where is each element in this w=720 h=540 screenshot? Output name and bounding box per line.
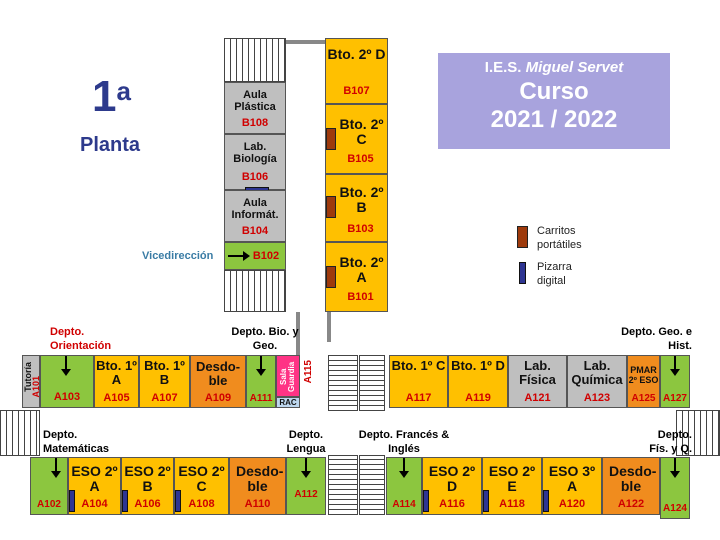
board-legend-swatch <box>519 262 526 284</box>
stairs-top <box>224 38 286 82</box>
floor-sup: a <box>116 76 131 106</box>
room-b104: Aula Informát.B104 <box>224 190 286 242</box>
course-year: 2021 / 2022 <box>490 106 618 133</box>
board-a108 <box>175 490 181 512</box>
arrow-a103 <box>61 356 71 376</box>
cart-b105 <box>326 128 336 150</box>
stairs-bottom-left <box>328 455 358 515</box>
room-a113: Sala Guardia <box>276 355 300 397</box>
board-a104 <box>69 490 75 512</box>
school-name: Miguel Servet <box>525 59 624 76</box>
arrow-a124 <box>670 458 680 478</box>
floor-label: Planta <box>80 134 141 156</box>
stairs-center-left <box>328 355 358 411</box>
stairs-east <box>676 410 720 456</box>
corridor-top <box>285 40 325 44</box>
arrow-b102-head <box>243 251 250 261</box>
arrow-a112 <box>301 458 311 478</box>
arrow-a102 <box>51 458 61 478</box>
school-prefix: I.E.S. <box>484 59 526 76</box>
corridor-vertical <box>327 312 331 342</box>
label-biogeo: Depto. Bio. y Geo. <box>231 326 299 352</box>
stairs-bottom-right <box>359 455 385 515</box>
room-a103: A103 <box>40 355 94 408</box>
label-vicedireccion: Vicedirección <box>142 250 214 262</box>
board-a120 <box>543 490 549 512</box>
arrow-a114 <box>399 458 409 478</box>
floor-title: 1a <box>92 72 131 122</box>
label-fisq: Depto. Fís. y Q. <box>649 429 692 455</box>
arrow-a127 <box>670 356 680 376</box>
floor-number: 1 <box>92 72 117 121</box>
label-orientacion: Depto. Orientación <box>50 326 112 352</box>
board-a116 <box>423 490 429 512</box>
cart-b103 <box>326 196 336 218</box>
corridor-v2 <box>296 312 300 362</box>
course-header: I.E.S. Miguel Servet Curso 2021 / 2022 <box>438 53 670 149</box>
label-matematicas: Depto. Matemáticas <box>43 429 110 455</box>
label-geohist: Depto. Geo. e Hist. <box>621 326 692 352</box>
board-a106 <box>122 490 128 512</box>
carts-legend-swatch <box>517 226 528 248</box>
stairs-mid <box>224 270 286 312</box>
room-a102: A102 <box>30 457 68 515</box>
arrow-b102 <box>228 255 244 257</box>
label-lengua: Depto. Lengua <box>286 429 326 455</box>
room-rac: RAC <box>276 397 300 408</box>
code-a115: A115 <box>303 360 314 384</box>
label-frances: Depto. Francés & Inglés <box>358 429 450 455</box>
stairs-center-right <box>359 355 385 411</box>
board-legend-label: Pizarra digital <box>537 261 572 288</box>
carts-legend-label: Carritos portátiles <box>537 225 582 252</box>
cart-b101 <box>326 266 336 288</box>
course-word: Curso <box>519 78 589 105</box>
stairs-west <box>0 410 40 456</box>
board-a118 <box>483 490 489 512</box>
arrow-a111 <box>256 356 266 376</box>
